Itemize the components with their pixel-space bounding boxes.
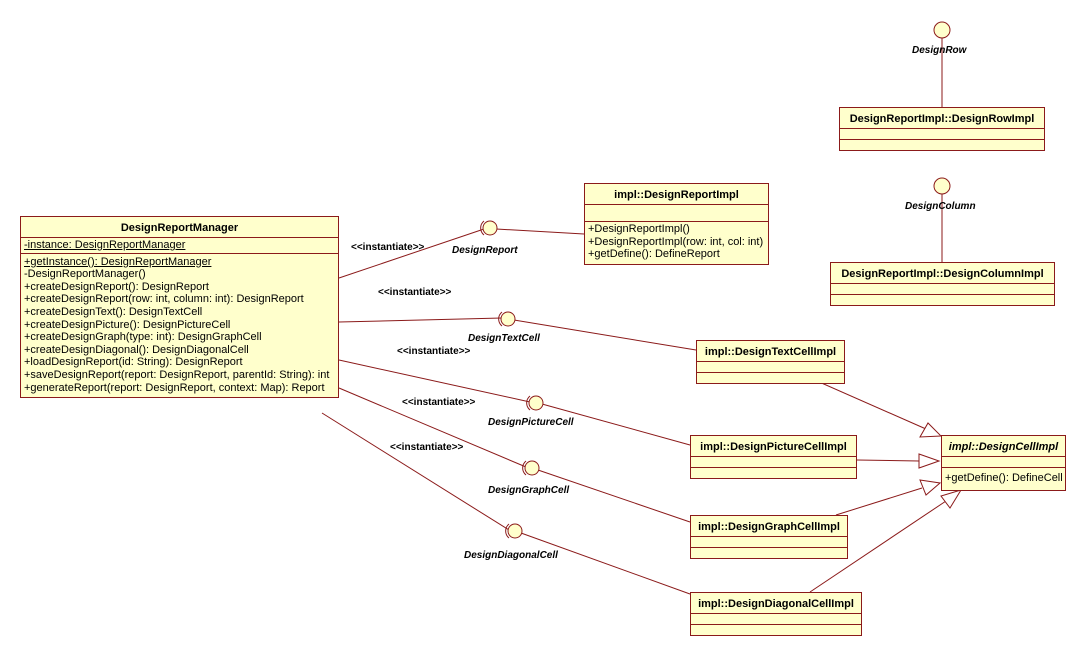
realization-graph [537,469,691,523]
operation-row: +saveDesignReport(report: DesignReport, … [24,368,330,381]
operation-row: +createDesignReport(): DesignReport [24,280,209,293]
interface-report-icon [482,220,498,236]
attribute-row: -instance: DesignReportManager [24,239,186,251]
class-design-cell-impl[interactable]: impl::DesignCellImpl +getDefine(): Defin… [941,435,1066,491]
class-design-report-impl[interactable]: impl::DesignReportImpl +DesignReportImpl… [584,183,769,265]
stereotype-label-diagonal: <<instantiate>> [390,442,464,453]
operation-section [697,373,844,383]
generalization-arrowhead-diagonal [940,489,963,509]
interface-label-row: DesignRow [912,45,967,56]
stereotype-label-graph: <<instantiate>> [402,397,476,408]
operation-row: +getDefine(): DefineCell [945,472,1063,484]
generalization-arrowhead-picture [918,453,941,469]
operation-row: +createDesignPicture(): DesignPictureCel… [24,318,231,331]
attribute-section: -instance: DesignReportManager [21,238,338,254]
stereotype-label-picture: <<instantiate>> [397,346,471,357]
class-name: impl::DesignGraphCellImpl [691,516,847,537]
realization-picture [541,403,691,446]
attribute-section [831,284,1054,295]
operation-section [691,548,847,558]
operation-row: +createDesignReport(row: int, column: in… [24,293,304,306]
attribute-section [691,614,861,625]
socket-text-icon [498,311,503,327]
interface-diagonal-icon [507,523,523,539]
operation-row: +loadDesignReport(id: String): DesignRep… [24,356,243,369]
interface-label-text: DesignTextCell [468,333,540,344]
generalization-text [816,380,927,430]
operation-section [691,625,861,635]
operation-row: +createDesignDiagonal(): DesignDiagonalC… [24,343,249,356]
generalization-picture [856,459,920,462]
interface-row-icon [933,21,951,39]
dependency-picture [338,359,531,403]
interface-label-picture: DesignPictureCell [488,417,574,428]
socket-diagonal-icon [505,523,510,539]
interface-text-icon [500,311,516,327]
attribute-section [691,537,847,548]
operation-row: -DesignReportManager() [24,268,146,281]
operation-row: +DesignReportImpl(row: int, col: int) [588,235,764,248]
operation-row: +createDesignText(): DesignTextCell [24,305,203,318]
attribute-section [697,362,844,373]
attribute-section [585,205,768,222]
dependency-graph [338,387,527,468]
dependency-text [338,317,503,323]
stereotype-label-report: <<instantiate>> [351,242,425,253]
realization-report [495,228,585,235]
class-name: impl::DesignCellImpl [942,436,1065,457]
socket-picture-icon [526,395,531,411]
class-design-text-cell-impl[interactable]: impl::DesignTextCellImpl [696,340,845,384]
generalization-graph [835,487,923,516]
socket-graph-icon [522,460,527,476]
interface-column-icon [933,177,951,195]
interface-label-report: DesignReport [452,245,518,256]
operation-row: +DesignReportImpl() [588,223,690,235]
class-name: impl::DesignPictureCellImpl [691,436,856,457]
operation-section [840,140,1044,150]
operation-section: +DesignReportImpl() +DesignReportImpl(ro… [585,222,768,264]
interface-label-graph: DesignGraphCell [488,485,570,496]
operation-row: +getDefine(): DefineReport [588,248,720,261]
realization-diagonal [520,532,691,595]
stereotype-label-text: <<instantiate>> [378,287,452,298]
attribute-section [691,457,856,468]
socket-report-icon [480,220,485,236]
class-name: impl::DesignDiagonalCellImpl [691,593,861,614]
class-design-diagonal-cell-impl[interactable]: impl::DesignDiagonalCellImpl [690,592,862,636]
attribute-section [840,129,1044,140]
operation-row: +createDesignGraph(type: int): DesignGra… [24,331,262,344]
interface-label-diagonal: DesignDiagonalCell [464,550,558,561]
operation-row: +generateReport(report: DesignReport, co… [24,381,325,394]
interface-label-column: DesignColumn [905,201,976,212]
operation-section [691,468,856,478]
class-name: DesignReportImpl::DesignRowImpl [840,108,1044,129]
class-name: impl::DesignReportImpl [585,184,768,205]
interface-graph-icon [524,460,540,476]
dependency-report [338,228,485,279]
generalization-arrowhead-graph [919,479,942,496]
class-name: DesignReportImpl::DesignColumnImpl [831,263,1054,284]
generalization-diagonal [809,500,947,593]
interface-picture-icon [528,395,544,411]
operation-section [831,295,1054,305]
operation-section: +getDefine(): DefineCell [942,468,1065,490]
class-name: DesignReportManager [21,217,338,238]
attribute-section [942,457,1065,468]
class-design-column-impl[interactable]: DesignReportImpl::DesignColumnImpl [830,262,1055,306]
operation-row: +getInstance(): DesignReportManager [24,255,212,268]
generalization-arrowhead-text [919,422,943,438]
class-design-picture-cell-impl[interactable]: impl::DesignPictureCellImpl [690,435,857,479]
class-design-row-impl[interactable]: DesignReportImpl::DesignRowImpl [839,107,1045,151]
operation-section: +getInstance(): DesignReportManager -Des… [21,254,338,398]
class-design-report-manager[interactable]: DesignReportManager -instance: DesignRep… [20,216,339,399]
dependency-diagonal [321,412,510,531]
realization-text [513,319,697,351]
class-name: impl::DesignTextCellImpl [697,341,844,362]
class-design-graph-cell-impl[interactable]: impl::DesignGraphCellImpl [690,515,848,559]
